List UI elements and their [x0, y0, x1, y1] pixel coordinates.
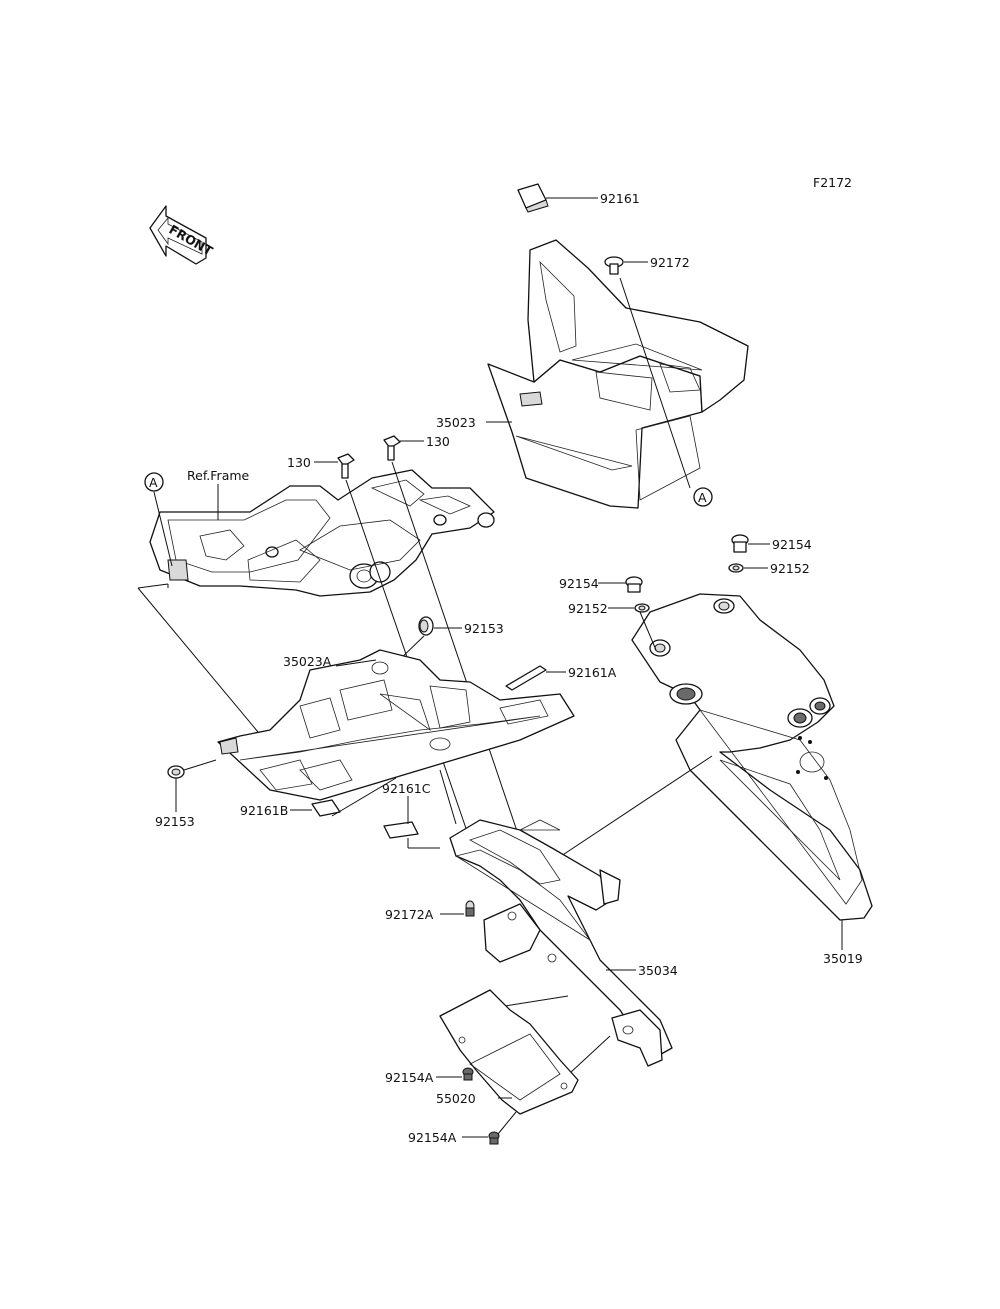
- label-92154-right: 92154: [772, 537, 812, 552]
- part-55020-plate: [439, 989, 579, 1115]
- reference-frame: [149, 469, 495, 597]
- label-55020: 55020: [436, 1091, 476, 1106]
- label-35023: 35023: [436, 415, 476, 430]
- part-92172-screw: [604, 256, 624, 275]
- label-35034: 35034: [638, 963, 678, 978]
- label-92154-mid: 92154: [559, 576, 599, 591]
- label-92152-mid: 92152: [568, 601, 608, 616]
- figure-code: F2172: [813, 175, 852, 190]
- label-92153-lower: 92153: [155, 814, 195, 829]
- label-35019: 35019: [823, 951, 863, 966]
- label-92152-right: 92152: [770, 561, 810, 576]
- label-92154A-upper: 92154A: [385, 1070, 434, 1085]
- screw-92154-right: [731, 534, 749, 553]
- label-92154A-lower: 92154A: [408, 1130, 457, 1145]
- label-130-right: 130: [426, 434, 450, 449]
- pad-92161C: [383, 821, 419, 839]
- washer-92152-right: [728, 563, 744, 573]
- screw-92172A: [465, 900, 475, 917]
- strip-92161A: [505, 665, 547, 691]
- label-92172: 92172: [650, 255, 690, 270]
- washer-92152-mid: [634, 603, 650, 613]
- label-92161: 92161: [600, 191, 640, 206]
- front-arrow-icon: FRONT: [149, 205, 216, 265]
- label-130-left: 130: [287, 455, 311, 470]
- bolt-130-left: [337, 453, 355, 479]
- part-35019-fender: [631, 593, 873, 921]
- svg-text:A: A: [698, 490, 707, 505]
- part-92161-pad: [517, 183, 549, 213]
- screw-92154A-lower: [488, 1131, 500, 1145]
- label-ref-frame: Ref.Frame: [187, 468, 250, 483]
- callout-a-right: A: [693, 487, 713, 507]
- screw-92154A-upper: [462, 1067, 474, 1081]
- label-35023A: 35023A: [283, 654, 332, 669]
- pad-92161B: [311, 799, 341, 817]
- part-35023-body: [487, 239, 749, 509]
- screw-92153-lower: [167, 765, 185, 779]
- screw-92154-mid: [625, 576, 643, 593]
- label-92161A: 92161A: [568, 665, 617, 680]
- bolt-130-right: [383, 435, 401, 461]
- label-92161C: 92161C: [382, 781, 431, 796]
- svg-text:A: A: [149, 475, 158, 490]
- grommet-92153-upper: [418, 616, 434, 636]
- label-92153-upper: 92153: [464, 621, 504, 636]
- label-92161B: 92161B: [240, 803, 288, 818]
- part-35034-bracket: [449, 819, 673, 1067]
- part-35023A-tray: [217, 649, 575, 801]
- callout-a-left: A: [144, 472, 164, 492]
- label-92172A: 92172A: [385, 907, 434, 922]
